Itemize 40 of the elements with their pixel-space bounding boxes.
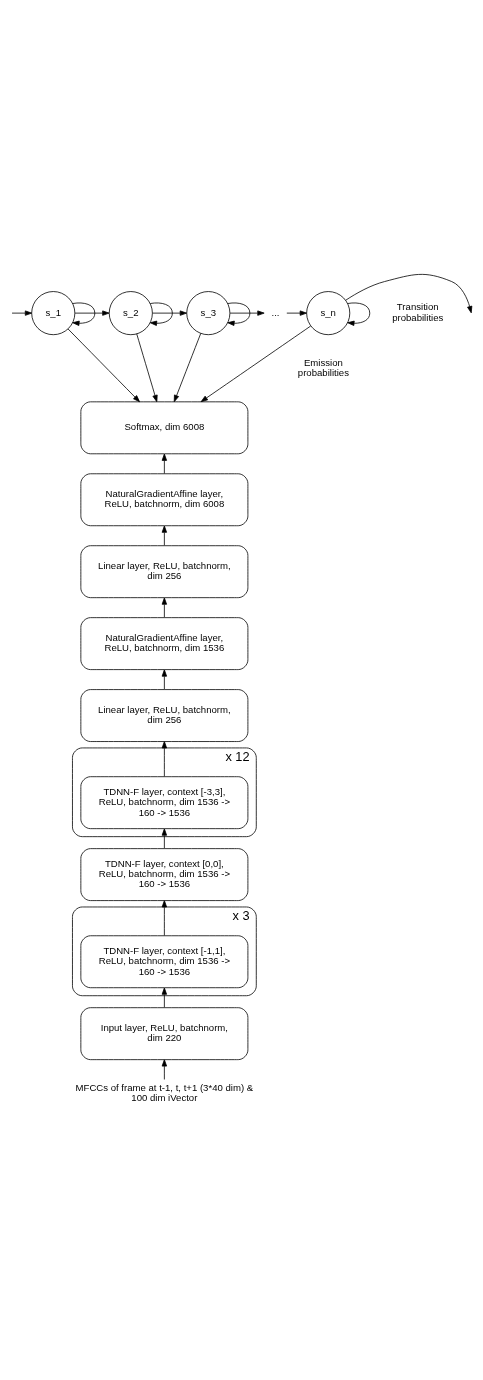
node-box: NaturalGradientAffine layer, ReLU, batchnorm, dim 6008: [80, 472, 249, 526]
arrow: [161, 525, 167, 546]
node-box: Linear layer, ReLU, batchnorm, dim 256: [80, 688, 249, 742]
node-box: Linear layer, ReLU, batchnorm, dim 256: [80, 544, 249, 598]
node-text: MFCCs of frame at t-1, t, t+1 (3*40 dim) & 100 dim iVector: [75, 1081, 254, 1103]
label: Emission probabilities: [297, 356, 349, 378]
node-box: TDNN-F layer, context [-3,3], ReLU, batchnorm, dim 1536 -> 160 -> 1536: [80, 775, 249, 829]
node-circle: s_2: [108, 290, 153, 335]
arrow: [229, 310, 265, 316]
arrow: [161, 987, 167, 1008]
arrow: [173, 332, 202, 402]
arrow: [74, 310, 110, 316]
arrow: [136, 333, 158, 402]
arrow: [72, 302, 96, 326]
arrow: [149, 302, 173, 326]
arrow: [161, 740, 167, 777]
arrow: [161, 597, 167, 618]
arrow: [11, 310, 33, 316]
node-box: TDNN-F layer, context [-1,1], ReLU, batchnorm, dim 1536 -> 160 -> 1536: [80, 934, 249, 988]
arrow: [347, 302, 371, 326]
node-box: NaturalGradientAffine layer, ReLU, batchnorm, dim 1536: [80, 616, 249, 670]
node-box: Softmax, dim 6008: [80, 400, 249, 454]
arrow: [200, 325, 312, 402]
arrow: [67, 328, 140, 402]
node-circle: s_1: [31, 290, 76, 335]
node-circle: s_n: [306, 290, 351, 335]
arrow: [286, 310, 307, 316]
node-box: Input layer, ReLU, batchnorm, dim 220: [80, 1006, 249, 1060]
arrow: [161, 1058, 167, 1080]
arrow: [161, 668, 167, 690]
label: Transition probabilities: [392, 300, 444, 323]
arrow: [161, 453, 167, 474]
arrow: [152, 310, 187, 316]
node-box: TDNN-F layer, context [0,0], ReLU, batchnorm, dim 1536 -> 160 -> 1536: [80, 847, 249, 901]
arrow: [161, 899, 167, 936]
node-circle: s_3: [186, 290, 231, 335]
node-text: ...: [271, 306, 280, 318]
arrow: [345, 273, 473, 313]
arrow: [227, 302, 251, 326]
arrow: [161, 827, 167, 849]
